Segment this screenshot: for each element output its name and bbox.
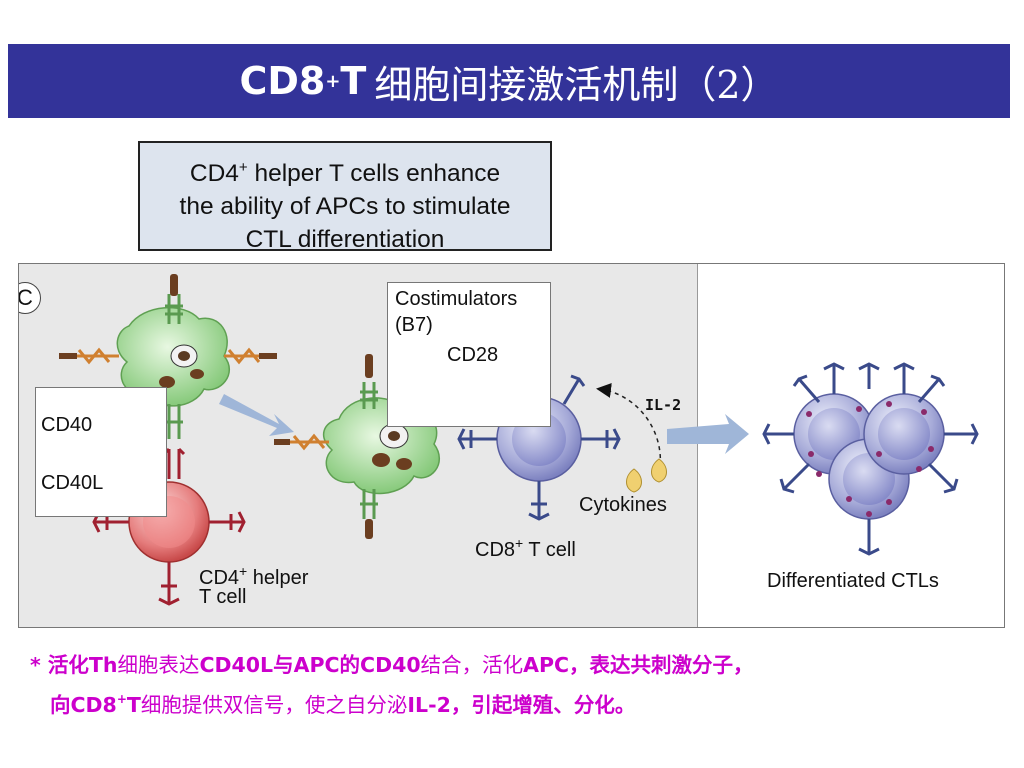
title-latin: CD8: [239, 59, 326, 103]
note-line1-segment: 结合，活化: [420, 653, 524, 677]
note-line2-segment: IL-2，引起增殖、分化。: [407, 693, 636, 717]
note-line1-segment: 活化: [47, 653, 89, 677]
headline-line1-a: CD4: [189, 160, 239, 187]
transition-arrow-2: [667, 414, 749, 454]
headline-line1-b: helper T cells enhance: [247, 160, 501, 187]
cd8-label-a: CD8: [475, 539, 516, 561]
note-line2: 向CD8+T细胞提供双信号，使之自分泌IL-2，引起增殖、分化。: [30, 682, 1010, 722]
note-line2-segment: T: [126, 693, 141, 717]
explanation-note: * 活化Th细胞表达CD40L与APC的CD40结合，活化APC，表达共刺激分子…: [30, 648, 1010, 722]
note-line1-segment: *: [30, 653, 48, 677]
title-sup: +: [325, 70, 341, 92]
page-title: CD8+T 细胞间接激活机制（2）: [8, 44, 1010, 118]
cytokine-icon: [626, 458, 667, 493]
headline-line1: CD4+ helper T cells enhance: [140, 151, 550, 190]
cd8-t-cell: [457, 357, 621, 521]
cd8-label-b: T cell: [523, 539, 576, 561]
cd8-t-cell-label: CD8+ T cell: [475, 532, 576, 562]
headline-line1-sup: +: [238, 159, 248, 176]
differentiated-ctls-label: Differentiated CTLs: [767, 570, 939, 592]
costim-label-line1: Costimulators: [395, 288, 518, 310]
note-line2-segment: 细胞提供双信号，使之自分泌: [140, 693, 408, 717]
headline-line2: the ability of APCs to stimulate: [179, 193, 511, 220]
cd4-label-a: CD4: [199, 567, 240, 589]
note-line1-segment: APC，表达共刺激分子，: [523, 653, 754, 677]
differentiated-ctls: [762, 362, 979, 556]
cd8-label-sup: +: [515, 535, 524, 551]
title-banner: CD8+T 细胞间接激活机制（2）: [8, 44, 1010, 118]
cd40-label-box: [35, 387, 167, 517]
panel-letter: C: [19, 282, 41, 314]
il2-label: IL-2: [645, 396, 682, 414]
cytokines-label: Cytokines: [579, 494, 667, 516]
headline-box: CD4+ helper T cells enhance the ability …: [138, 141, 552, 253]
diagram-panel: C CD40 CD40L Costimulators (B7) CD28 IL-…: [18, 263, 1005, 628]
note-line1-segment: CD40L: [199, 653, 274, 677]
costim-label-box: [387, 282, 551, 427]
note-line1-segment: Th: [88, 653, 118, 677]
peptide-icon: [170, 274, 178, 296]
cd4-label-b: helper: [247, 567, 309, 589]
cd28-label: CD28: [447, 344, 499, 366]
note-line1-segment: APC: [293, 653, 340, 677]
title-latin-after: T: [340, 59, 367, 103]
il2-autocrine-arrow: [596, 383, 662, 475]
cd4-helper-label-line2: T cell: [199, 586, 247, 608]
mhc-icon: [165, 294, 183, 324]
note-line2-segment: 向: [50, 693, 71, 717]
note-line2-segment: CD8: [70, 693, 117, 717]
note-line1-segment: 与: [273, 653, 294, 677]
b7-icon: [74, 347, 261, 365]
note-line2-segment: +: [116, 692, 127, 706]
note-line1-segment: 的: [339, 653, 361, 677]
cd4-label-sup: +: [239, 563, 248, 579]
transition-arrow-1: [219, 394, 294, 436]
cd40l-label: CD40L: [41, 472, 104, 494]
note-line1: * 活化Th细胞表达CD40L与APC的CD40结合，活化APC，表达共刺激分子…: [30, 648, 1010, 682]
note-line1-segment: 细胞表达: [117, 653, 200, 677]
cd40-label: CD40: [41, 414, 93, 436]
cd4-helper-label: CD4+ helper: [199, 560, 308, 590]
title-chinese: 细胞间接激活机制（2）: [374, 62, 779, 107]
headline-line3: CTL differentiation: [245, 226, 445, 253]
note-line1-segment: CD40: [360, 653, 421, 677]
costim-label-line2: (B7): [395, 314, 433, 336]
